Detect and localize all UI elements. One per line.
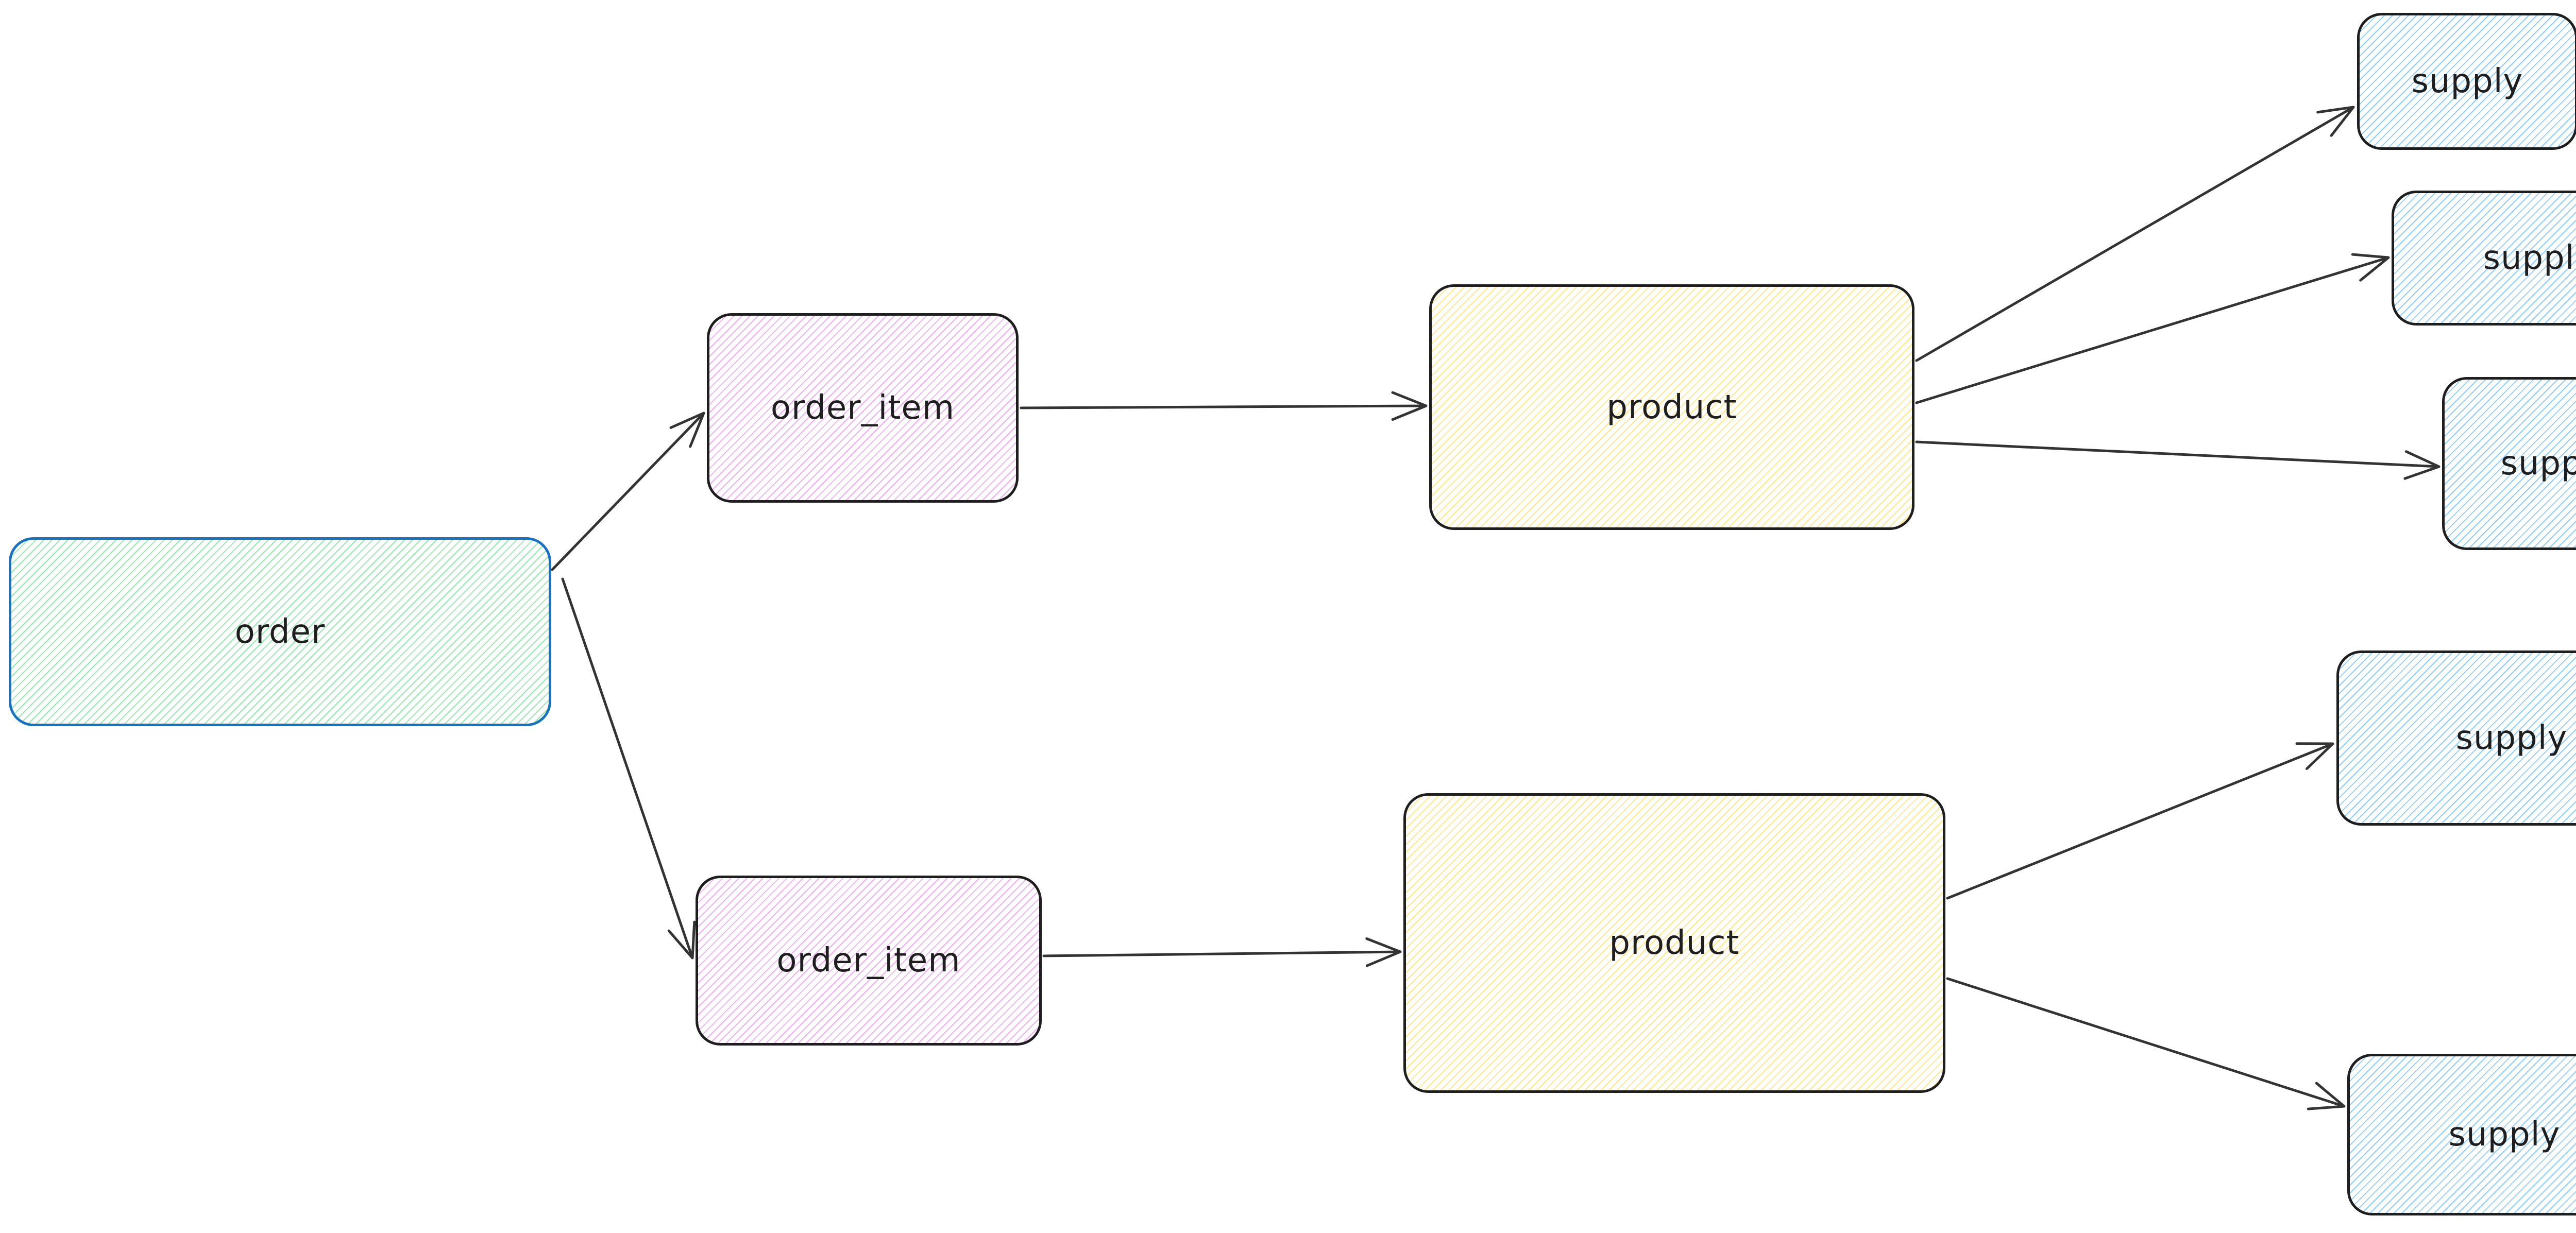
edge-line[interactable] [1946, 742, 2334, 900]
edge-order-order_item_1[interactable] [551, 412, 705, 571]
node-order_item_2[interactable]: order_item [696, 876, 1042, 1046]
node-product_1[interactable]: product [1429, 284, 1914, 530]
edge-order_item_1-product_1[interactable] [1020, 391, 1428, 421]
node-supply_5[interactable]: supply [2347, 1054, 2576, 1215]
edge-product_1-supply_2[interactable] [1915, 253, 2390, 404]
node-label: supply [2411, 62, 2523, 100]
edge-product_1-supply_3[interactable] [1915, 440, 2441, 480]
node-label: order_item [776, 941, 961, 980]
edge-order-order_item_2[interactable] [561, 577, 696, 960]
node-order[interactable]: order [9, 537, 551, 726]
edge-line[interactable] [561, 577, 696, 960]
node-order_item_1[interactable]: order_item [707, 313, 1019, 503]
node-label: supply [2500, 444, 2576, 483]
node-label: product [1609, 924, 1740, 962]
edge-line[interactable] [1042, 937, 1402, 967]
edge-line[interactable] [1915, 253, 2390, 404]
node-label: order_item [770, 389, 955, 427]
node-supply_1[interactable]: supply [2357, 13, 2576, 150]
edge-product_2-supply_5[interactable] [1946, 977, 2346, 1110]
node-supply_3[interactable]: supply [2442, 377, 2576, 550]
edge-product_2-supply_4[interactable] [1946, 742, 2334, 900]
node-label: supply [2455, 719, 2568, 757]
node-label: supply [2483, 239, 2576, 277]
node-label: order [234, 612, 326, 651]
edge-line[interactable] [1946, 977, 2346, 1110]
node-supply_4[interactable]: supply [2336, 650, 2576, 826]
edge-product_1-supply_1[interactable] [1915, 106, 2355, 362]
edge-order_item_2-product_2[interactable] [1042, 937, 1402, 967]
node-label: supply [2448, 1116, 2561, 1154]
edge-line[interactable] [1915, 106, 2355, 362]
node-supply_2[interactable]: supply [2392, 191, 2576, 326]
edge-line[interactable] [1020, 391, 1428, 421]
node-label: product [1606, 388, 1737, 426]
edge-line[interactable] [1915, 440, 2441, 480]
node-product_2[interactable]: product [1403, 793, 1945, 1093]
edge-line[interactable] [551, 412, 705, 571]
